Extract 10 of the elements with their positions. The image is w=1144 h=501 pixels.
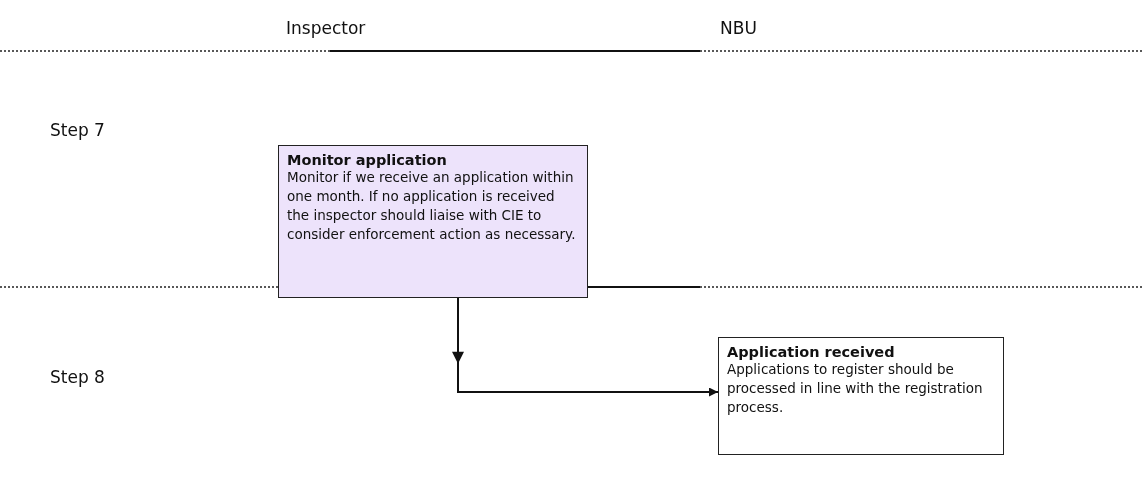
lane-header: Inspector <box>286 18 366 38</box>
box-heading: Monitor application <box>287 152 448 168</box>
process-box <box>718 337 1004 455</box>
process-box <box>278 145 588 298</box>
box-text: Applications to register should be processed in line with the registration process. <box>727 360 984 417</box>
step-label: Step 7 <box>50 120 105 140</box>
box-text: Monitor if we receive an application within one month. If no application is received the inspector should liaise with CIE to consider enforcement action as necessary. <box>287 168 577 244</box>
step-label: Step 8 <box>50 367 105 387</box>
lane-header: NBU <box>720 18 757 38</box>
box-heading: Application received <box>727 344 896 360</box>
